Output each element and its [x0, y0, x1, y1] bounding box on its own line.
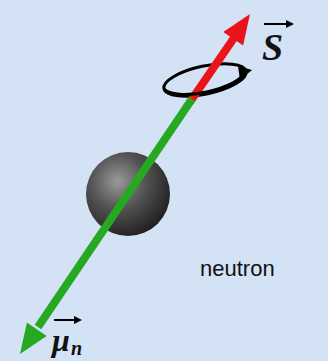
vector-bar	[54, 319, 76, 321]
moment-arrow-head	[20, 323, 47, 355]
particle-name: neutron	[200, 258, 275, 280]
rotation-arrowhead	[238, 66, 252, 80]
spin-arrow-head	[223, 14, 250, 46]
moment-subscript: n	[71, 338, 82, 358]
rotation-loop-front	[164, 72, 245, 94]
vector-head	[286, 20, 294, 28]
spin-symbol: S	[262, 28, 283, 66]
moment-arrow-shaft	[38, 99, 192, 327]
vector-head	[74, 316, 82, 324]
vector-bar	[264, 23, 288, 25]
moment-symbol: μ	[52, 324, 70, 356]
